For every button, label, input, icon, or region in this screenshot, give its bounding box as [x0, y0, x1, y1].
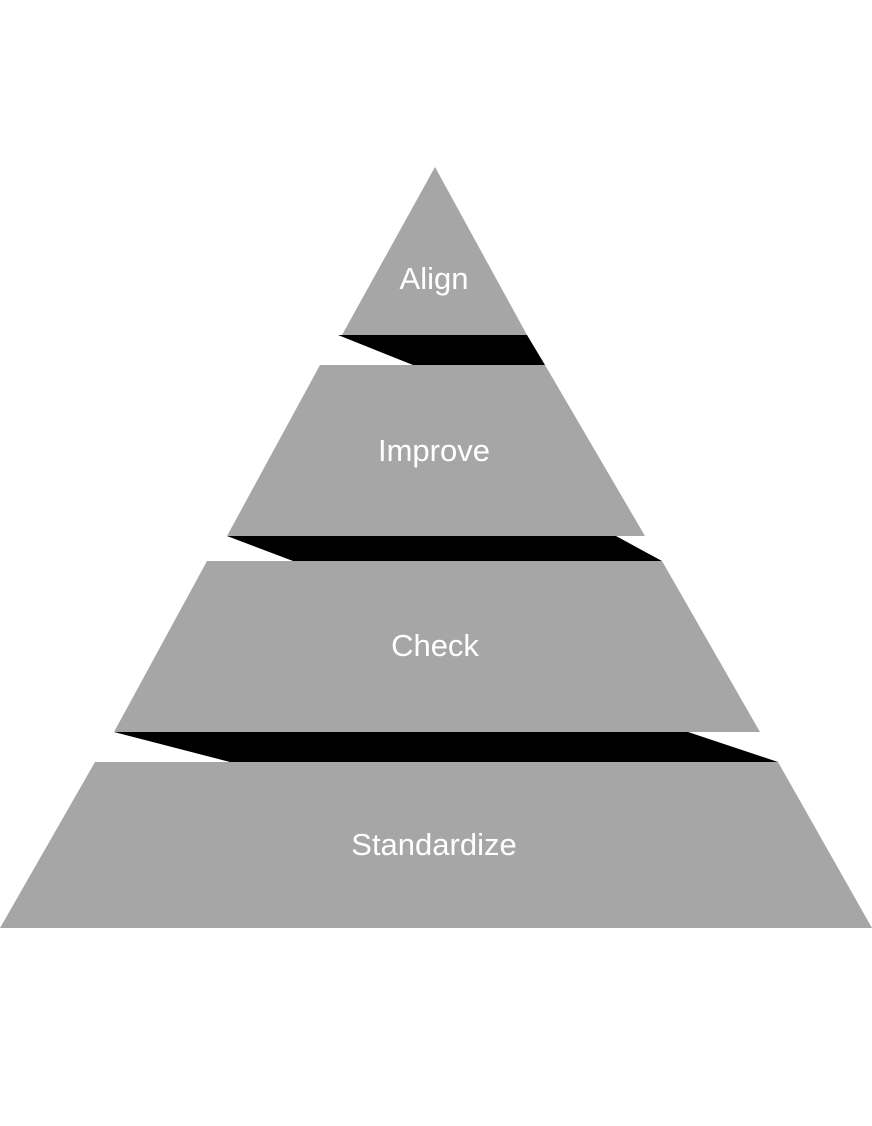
tier-check [114, 561, 760, 732]
tier-shadow-1 [338, 335, 545, 365]
tier-align [342, 167, 527, 335]
tier-improve [227, 365, 645, 536]
tier-label-check: Check [391, 628, 479, 663]
tier-label-improve: Improve [378, 433, 490, 468]
tier-standardize [0, 762, 872, 928]
tier-shadow-3 [114, 732, 778, 762]
tier-shadow-2 [227, 536, 662, 561]
tier-label-standardize: Standardize [351, 827, 516, 862]
tier-label-align: Align [400, 261, 469, 296]
